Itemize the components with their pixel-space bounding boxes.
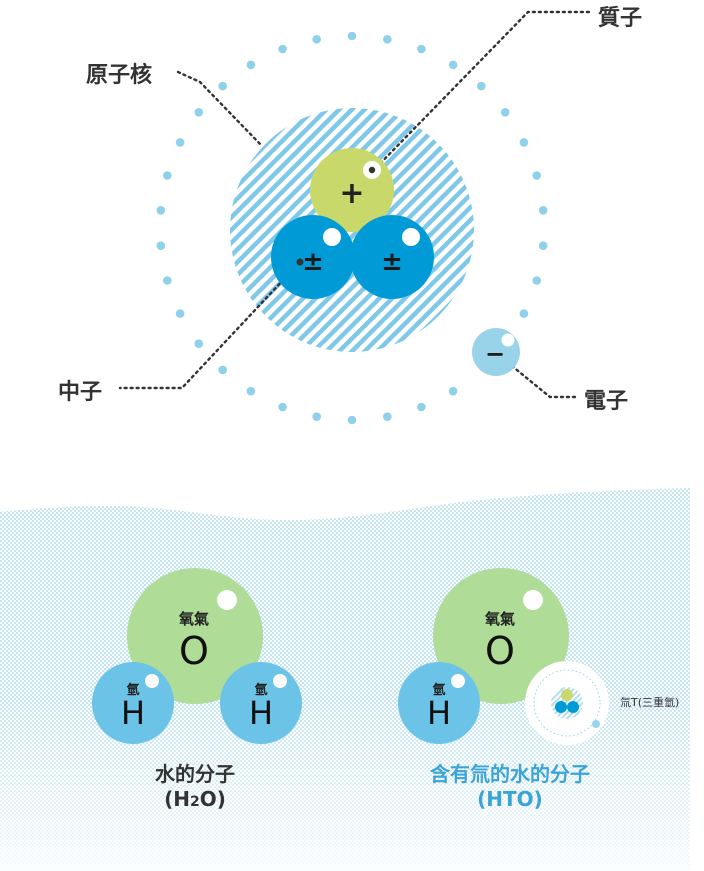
hto-caption-line1: 含有氚的水的分子 (430, 762, 590, 786)
orbit-dot (218, 81, 227, 91)
proton-leader-line (366, 10, 592, 178)
orbit-dot (417, 44, 426, 54)
neutron-leader-anchor (296, 258, 304, 266)
orbit-dot (477, 81, 486, 91)
orbit-dot (312, 412, 322, 422)
hto-caption: 含有氚的水的分子 (HTO) (400, 762, 620, 812)
orbit-dot (246, 60, 256, 70)
tritium-atom: 氚T(三重氫) (525, 661, 679, 745)
tritium-neutron (567, 701, 579, 713)
orbit-dot (383, 35, 392, 44)
tritium-proton (561, 689, 573, 701)
highlight (145, 674, 159, 688)
orbit-dot (278, 44, 287, 54)
hydrogen-symbol: H (121, 694, 145, 732)
orbit-dot (532, 171, 541, 180)
neutron-label: 中子 (58, 380, 103, 405)
water-caption: 水的分子 (H2O) (110, 762, 280, 812)
tritium-neutron (555, 701, 567, 713)
highlight (451, 674, 465, 688)
orbit-dot (175, 138, 185, 147)
proton: + (310, 148, 394, 232)
oxygen-name: 氧氣 (178, 610, 209, 628)
orbit-dot (347, 31, 357, 41)
orbit-dot (312, 35, 322, 44)
oxygen-name: 氧氣 (484, 610, 515, 628)
electron: − (472, 328, 520, 376)
highlight (217, 590, 237, 610)
neutron-sign: ± (302, 247, 324, 277)
orbit-dot (163, 171, 172, 180)
orbit-dot (246, 386, 256, 396)
electron-leader-line (510, 364, 577, 399)
orbit-dot (175, 309, 185, 318)
electron-sign: − (485, 340, 505, 368)
tritium-orbit (533, 669, 601, 737)
orbit-dot (194, 108, 204, 117)
electron-orbit (156, 31, 548, 425)
orbit-dot (194, 339, 204, 349)
highlight (273, 674, 287, 688)
orbit-dot (500, 108, 510, 117)
neutron-left: ± (271, 215, 355, 299)
hto-caption-line2: (HTO) (477, 787, 543, 811)
water-caption-line2: (H2O) (164, 787, 226, 811)
orbit-dot (448, 60, 458, 70)
hydrogen-name: 氫 (126, 682, 139, 698)
orbit-dot (519, 138, 529, 147)
hydrogen-name: 氫 (432, 682, 445, 698)
orbit-dot (163, 276, 172, 285)
orbit-dot (156, 206, 166, 215)
highlight (523, 590, 543, 610)
orbit-dot (218, 365, 227, 375)
proton-label: 質子 (598, 6, 643, 31)
orbit-dot (519, 309, 529, 318)
hydrogen-name: 氫 (254, 682, 267, 698)
orbit-dot (383, 412, 392, 422)
orbit-dot (156, 241, 166, 250)
hydrogen-symbol: H (427, 694, 451, 732)
orbit-dot (347, 415, 357, 425)
water-caption-line1: 水的分子 (155, 762, 235, 786)
neutron-right: ± (350, 215, 434, 299)
orbit-dot (448, 386, 458, 396)
oxygen-symbol: O (485, 629, 515, 673)
oxygen-symbol: O (179, 629, 209, 673)
water-molecule: 氧氣 O 氫 H 氫 H (92, 568, 302, 744)
nucleus-label: 原子核 (86, 63, 153, 88)
orbit-dot (278, 402, 287, 412)
tritium-label: 氚T(三重氫) (620, 695, 679, 709)
orbit-dot (538, 241, 548, 250)
orbit-dot (532, 276, 541, 285)
hydrogen-symbol: H (249, 694, 273, 732)
nucleus-leader-line (176, 70, 264, 148)
neutron-sign: ± (381, 247, 403, 277)
hto-molecule: 氧氣 O 氫 H 氚T(三重氫) (398, 568, 679, 745)
proton-sign: + (339, 176, 364, 211)
electron-label: 電子 (584, 389, 629, 414)
tritium-electron (592, 720, 600, 728)
orbit-dot (417, 402, 426, 412)
orbit-dot (538, 206, 548, 215)
